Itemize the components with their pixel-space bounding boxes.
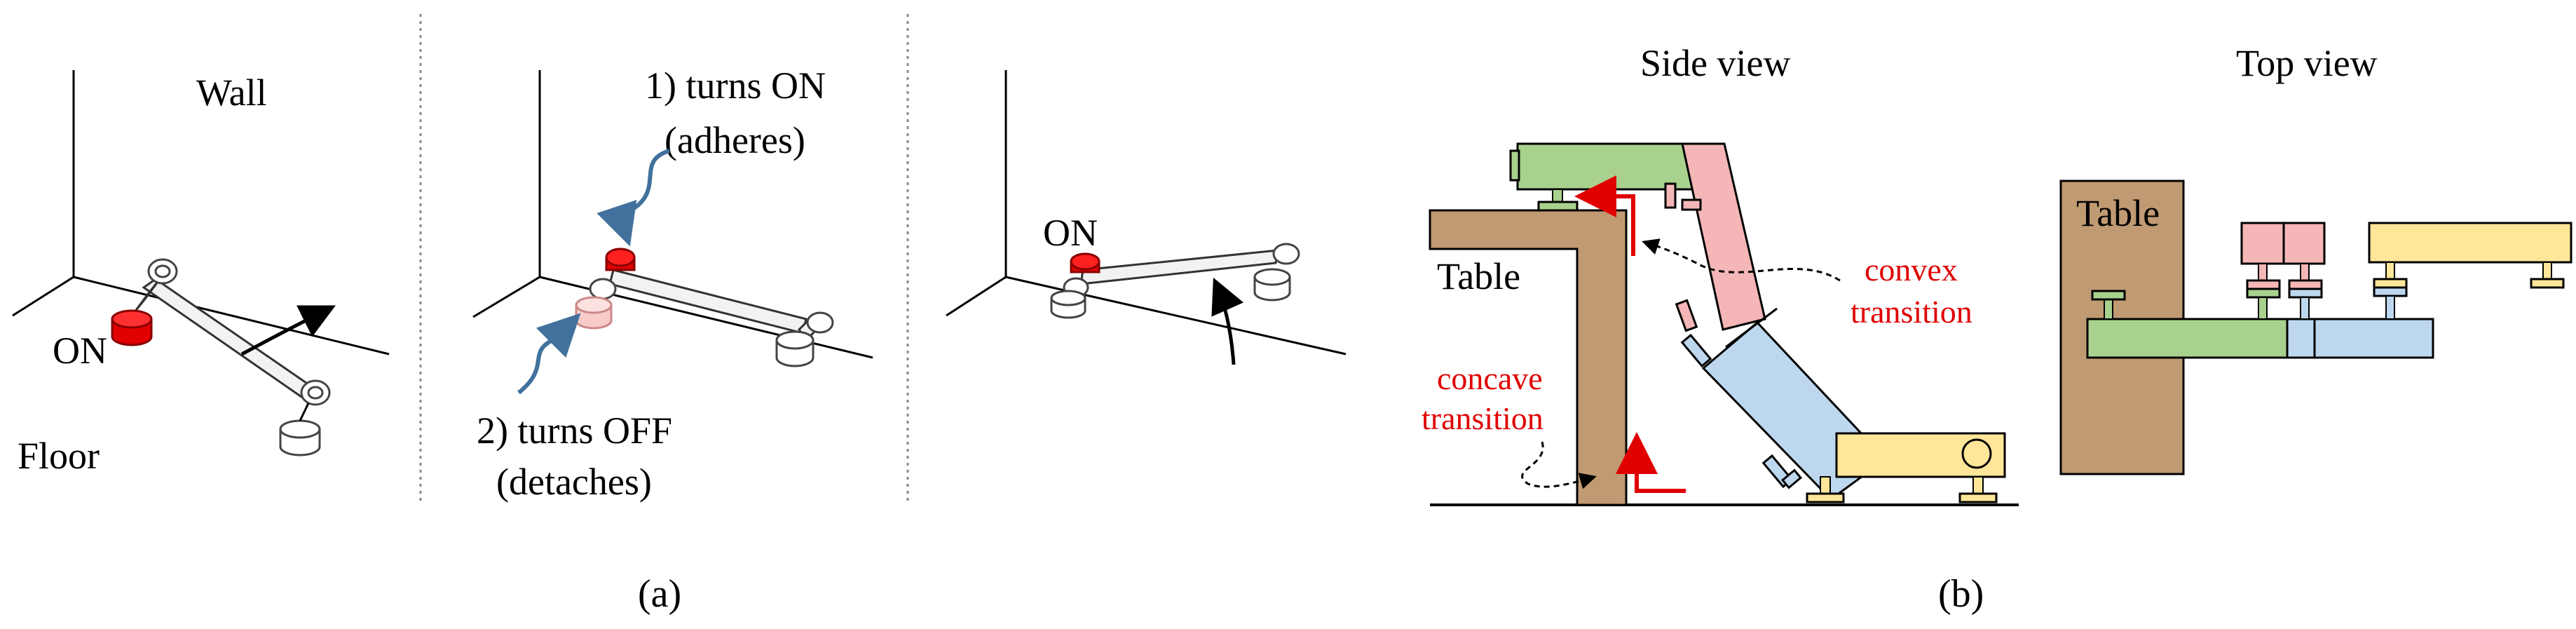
convex-label-line-2: transition [1851,294,1972,330]
robot-joint-right [806,311,834,334]
blue-foot-bottom-pad [1780,468,1803,489]
green-stem-under-pink [2258,297,2268,320]
module-pink-top-left [2240,222,2285,265]
green-foot [1537,201,1579,212]
convex-label-line-1: convex [1865,252,1958,288]
yellow-foot-top-left [2373,278,2408,289]
panel-b: Side view Table [1422,42,2572,616]
table-label-top: Table [2076,192,2160,234]
green-foot-top-stem [2104,297,2113,320]
robot-scene-1 [111,258,331,456]
yellow-stem-left [2385,262,2395,281]
top-view: Top view Table [2059,42,2572,475]
concave-leader [1521,441,1597,489]
yellow-stem-right [2542,262,2552,281]
caption-a: (a) [638,572,681,616]
table [1429,209,1628,506]
robot-scene-3 [1050,243,1300,319]
blue-arrow-step-2 [517,313,581,395]
blue-foot-under-pink [2288,288,2323,299]
floor-wall-edge [73,276,390,356]
robot-leg [299,403,310,421]
convex-transition-arrow [1574,175,1635,256]
pink-foot-2 [1681,198,1702,211]
pink-foot-1 [1664,182,1677,209]
foot-off-top [775,330,815,350]
on-label: ON [1043,212,1098,254]
module-pink-top-right [2282,222,2326,265]
module-blue-top [2286,318,2434,359]
step-2-text-line-2: (detaches) [496,461,652,503]
yellow-foot-left-stem [1820,476,1831,496]
blue-stem-under-pink [2300,297,2310,320]
pink-foot-3 [1675,299,1698,332]
floor-wall-edge [1005,276,1347,356]
green-foot-under-pink [2246,288,2281,299]
step-2-text-line-1: 2) turns OFF [477,410,672,452]
concave-transition-arrow [1616,432,1686,493]
foot-off-top [279,419,321,439]
scene-3-wall-floor: ON [946,70,1347,365]
pink-foot-top-left [2246,279,2281,290]
module-green-tab [1509,149,1520,182]
robot-rod [142,278,318,400]
floor-left-edge [946,276,1007,317]
robot-joint-left [589,278,617,300]
foot-off-left-top [1050,290,1086,306]
on-label: ON [53,330,107,372]
scene-2-wall-floor: 1) turns ON (adheres) 2) turns OFF (deta… [472,65,873,503]
foot-on-red-top [1070,252,1100,271]
caption-b: (b) [1938,572,1984,616]
side-view-title: Side view [1640,42,1790,84]
table-label: Table [1437,255,1520,297]
floor-left-edge [472,276,540,318]
blue-arrow-step-1 [597,149,670,247]
robot-rod [608,269,807,334]
concave-label-line-2: transition [1422,400,1543,436]
panel-a: Wall Floor ON [12,14,1347,616]
module-yellow-top [2368,222,2572,264]
foot-on-red-top [111,309,153,329]
blue-module-joint [1725,307,1778,349]
lift-arrow [1211,277,1244,365]
module-pink [1681,142,1766,331]
blue-foot-top [1680,333,1712,368]
foot-off-pink-top [575,296,613,314]
rotation-arrow [240,305,336,356]
pink-foot-top-right [2288,279,2323,290]
blue-foot-under-yellow [2373,286,2408,297]
module-green-top [2086,318,2289,359]
yellow-foot-right [1958,492,1998,503]
yellow-foot-right-stem [1972,476,1984,496]
blue-stem-under-yellow [2385,295,2395,320]
top-view-title: Top view [2236,42,2378,84]
convex-leader [1642,238,1841,282]
robot-joint-right [1272,243,1300,265]
robot-scene-2 [575,248,834,367]
concave-label-line-1: concave [1437,360,1543,396]
yellow-joint [1961,438,1992,469]
robot-rod [1079,249,1279,285]
robot-joint-top-inner [154,264,171,278]
green-foot-top [2091,290,2126,301]
floor-left-edge [12,276,74,317]
wall-label: Wall [196,72,267,114]
side-view: Side view Table [1422,42,2019,506]
step-1-text-line-1: 1) turns ON [645,65,826,107]
yellow-foot-left [1806,492,1845,503]
foot-off-right-top [1253,268,1291,286]
yellow-foot-top-right [2530,278,2565,289]
robot-joint-bottom-inner [307,386,324,400]
step-1-text-line-2: (adheres) [665,119,805,161]
floor-label: Floor [18,435,100,477]
scene-1-wall-floor: Wall Floor ON [12,70,390,477]
foot-on-red-top [605,248,636,267]
